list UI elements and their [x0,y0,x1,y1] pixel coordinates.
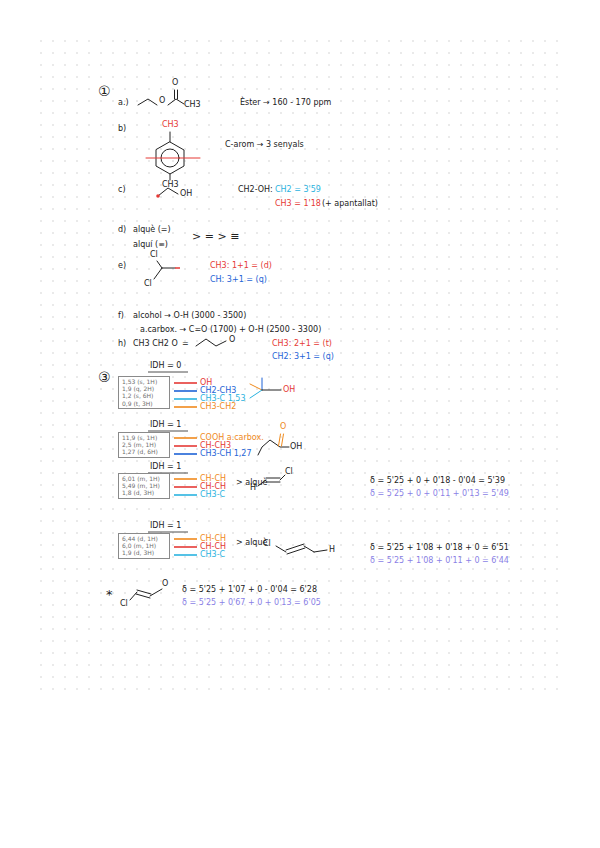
note-text: Cl [263,540,271,549]
dot-grid [40,40,560,700]
note-text: CH3: 1+1 = (d) [210,262,272,271]
note-text: Èster → 160 - 170 ppm [240,99,331,108]
note-text: CH2-OH: [238,186,273,195]
note-text: O [159,97,165,106]
note-text: OH [283,386,295,395]
table-row: 1,53 (s, 1H) [122,378,166,385]
table-row: 2,5 (m, 1H) [122,441,166,448]
note-text: CH3 [162,181,179,190]
note-text: CH3 = 1'18 [275,200,321,209]
note-text: CH2 = 3'59 [275,186,321,195]
note-text: (+ apantallat) [322,200,378,209]
data-table: 1,53 (s, 1H)1,9 (q, 2H)1,2 (s, 6H)0,9 (t… [118,376,170,409]
table-row: 1,2 (s, 6H) [122,392,166,399]
note-text: CH3 [162,121,179,130]
table-row: 1,8 (d, 3H) [122,489,166,496]
note-text: * [106,588,113,602]
table-row: 1,9 (q, 2H) [122,385,166,392]
note-text: CH3 [184,101,201,110]
note-text: CH: 3+1 = (q) [210,276,267,285]
note-text: c) [118,186,126,195]
note-text: > alquè [236,539,267,548]
note-text: a.carbox. → C=O (1700) + O-H (2500 - 330… [140,326,321,335]
note-text: O [162,580,168,589]
note-text: O [229,336,235,345]
note-text: O [280,423,286,432]
note-text: IDH = 1 [150,421,181,430]
note-text: Cl [150,251,158,260]
note-text: δ = 5'25 + 1'08 + 0'11 + 0 = 6'44 [370,557,509,566]
note-text: Cl [120,600,128,609]
note-text: CH3-C [200,491,225,500]
note-text: OH [290,443,302,452]
note-text: alquí (≡) [133,241,168,250]
note-text: h) [118,340,126,349]
note-text: CH3-CH2 [200,403,236,412]
note-text: CH3-C [200,551,225,560]
note-text: δ = 5'25 + 0'67 + 0 + 0'13 = 6'05 [182,599,321,608]
note-text: alcohol → O-H (3000 - 3500) [133,312,246,321]
note-text: H [329,546,335,555]
note-text: a.) [118,99,129,108]
note-text: = [182,340,189,349]
table-row: 1,9 (d, 3H) [122,549,166,556]
note-text: IDH = 1 [150,463,181,472]
note-text: IDH = 0 [150,362,181,371]
note-text: Cl [285,468,293,477]
note-text: δ = 5'25 + 0 + 0'11 + 0'13 = 5'49 [370,490,509,499]
note-text: H [250,484,256,493]
note-text: CH3-CH 1,27 [200,450,252,459]
data-table: 11,9 (s, 1H)2,5 (m, 1H)1,27 (d, 6H) [118,432,170,458]
table-row: 5,49 (m, 1H) [122,482,166,489]
note-text: f) [118,312,124,321]
table-row: 6,0 (m, 1H) [122,542,166,549]
note-text: d) [118,226,126,235]
table-row: 1,27 (d, 6H) [122,448,166,455]
table-row: 6,01 (m, 1H) [122,475,166,482]
note-text: CH2: 3+1 = (q) [272,353,334,362]
note-text: alquè (=) [133,226,171,235]
note-text: ③ [98,370,111,385]
note-text: CH3: 2+1 = (t) [272,340,332,349]
note-text: δ = 5'25 + 0 + 0'18 - 0'04 = 5'39 [370,477,505,486]
table-row: 6,44 (d, 1H) [122,535,166,542]
note-text: IDH = 1 [150,522,181,531]
note-text: b) [118,125,126,134]
note-text: ① [98,84,111,99]
note-text: OH [180,190,192,199]
data-table: 6,01 (m, 1H)5,49 (m, 1H)1,8 (d, 3H) [118,473,170,499]
data-table: 6,44 (d, 1H)6,0 (m, 1H)1,9 (d, 3H) [118,533,170,559]
note-text: CH3 CH2 O [133,340,178,349]
note-text: δ = 5'25 + 1'07 + 0 - 0'04 = 6'28 [182,586,317,595]
note-text: Cl [144,280,152,289]
table-row: 11,9 (s, 1H) [122,434,166,441]
note-text: O [172,79,178,88]
note-text: e) [118,262,126,271]
note-text: > = > ≡ [192,231,239,243]
table-row: 0,9 (t, 3H) [122,400,166,407]
note-text: C-arom → 3 senyals [225,141,304,150]
note-text: δ = 5'25 + 1'08 + 0'18 + 0 = 6'51 [370,544,509,553]
